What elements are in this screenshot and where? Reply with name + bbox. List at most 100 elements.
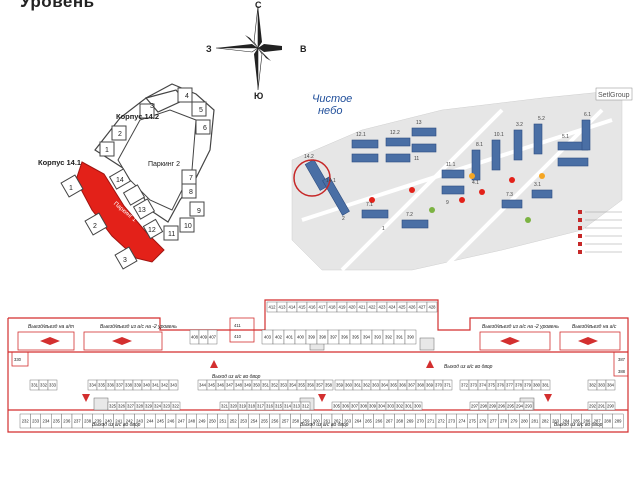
section-12: 12 (148, 227, 156, 234)
parking-space-412: 412 (269, 305, 277, 310)
parking-space-248: 248 (188, 419, 196, 424)
parking-space-236: 236 (63, 419, 71, 424)
parking-space-233: 233 (32, 419, 40, 424)
masterplan-markers (369, 177, 515, 203)
parking-space-327: 327 (127, 404, 135, 409)
parking-space-315: 315 (275, 404, 283, 409)
parking-space-251: 251 (219, 419, 227, 424)
section-2b: 2 (118, 131, 122, 138)
parking-space-336: 336 (107, 383, 115, 388)
parking-space-235: 235 (53, 419, 61, 424)
parking-space-357: 357 (316, 383, 324, 388)
parking-space-375: 375 (488, 383, 496, 388)
parking-space-294: 294 (516, 404, 524, 409)
block-label-7.1: 7.1 (366, 202, 373, 208)
parking-space-296: 296 (498, 404, 506, 409)
parking-space-278: 278 (500, 419, 508, 424)
block-label-11: 11 (414, 156, 419, 162)
parking-space-398: 398 (319, 335, 327, 340)
parking-space-381: 381 (542, 383, 550, 388)
r2-a-space-box (170, 401, 181, 411)
r2-b-space-box (300, 401, 311, 411)
floor-walls (7, 299, 629, 433)
parking-space-254: 254 (251, 419, 259, 424)
parking-space-371: 371 (444, 383, 452, 388)
parking-2-label: Паркинг 2 (148, 161, 180, 168)
block-label-1: 1 (382, 226, 385, 232)
parking-space-259: 259 (303, 419, 311, 424)
parking-space-408: 408 (191, 335, 199, 340)
section-3: 3 (123, 257, 127, 264)
r2-e-space-box (605, 401, 616, 411)
compass-rose-icon (215, 5, 282, 91)
parking-space-237: 237 (74, 419, 82, 424)
parking-space-309: 309 (369, 404, 377, 409)
parking-space-313: 313 (293, 404, 301, 409)
parking-space-303: 303 (387, 404, 395, 409)
parking-space-244: 244 (147, 419, 155, 424)
parking-space-422: 422 (369, 305, 377, 310)
parking-space-321: 321 (221, 404, 229, 409)
compass-north: С (255, 0, 262, 10)
masterplan-legend (578, 210, 582, 254)
block-label-7.2: 7.2 (406, 212, 413, 218)
parking-space-415: 415 (299, 305, 307, 310)
highlight-circle (293, 159, 331, 197)
parking-space-291: 291 (598, 404, 606, 409)
section-9: 9 (197, 208, 201, 215)
exit-right-outer: Выезд/въезд на а/с (572, 324, 617, 330)
section-1: 1 (69, 185, 73, 192)
parking-space-232: 232 (22, 419, 30, 424)
parking-space-273: 273 (448, 419, 456, 424)
parking-space-274: 274 (459, 419, 467, 424)
parking-space-258: 258 (292, 419, 300, 424)
parking-space-425: 425 (399, 305, 407, 310)
parking-space-287: 287 (594, 419, 602, 424)
parking-space-382: 382 (589, 383, 597, 388)
section-13: 13 (138, 207, 146, 214)
parking-space-383: 383 (598, 383, 606, 388)
block-label-14.2: 14.2 (304, 154, 314, 160)
top-a-space-box (207, 329, 218, 345)
parking-space-353: 353 (280, 383, 288, 388)
section-8: 8 (189, 189, 193, 196)
parking-space-380: 380 (533, 383, 541, 388)
parking-space-329: 329 (145, 404, 153, 409)
parking-space-399: 399 (308, 335, 316, 340)
block-label-11.1: 11.1 (446, 162, 456, 168)
parking-space-362: 362 (363, 383, 371, 388)
section-10: 10 (184, 223, 192, 230)
parking-space-333: 333 (49, 383, 57, 388)
parking-space-428: 428 (429, 305, 437, 310)
section-5: 5 (199, 107, 203, 114)
parking-space-269: 269 (407, 419, 415, 424)
parking-space-292: 292 (589, 404, 597, 409)
parking-space-367: 367 (408, 383, 416, 388)
parking-space-282: 282 (542, 419, 550, 424)
parking-space-409: 409 (200, 335, 208, 340)
block-label-12.2: 12.2 (390, 130, 400, 136)
parking-space-397: 397 (330, 335, 338, 340)
parking-space-316: 316 (266, 404, 274, 409)
parking-space-377: 377 (506, 383, 514, 388)
parking-space-355: 355 (298, 383, 306, 388)
block-label-2: 2 (342, 216, 345, 222)
section-numbers: 1 2 3 3 4 5 6 7 8 9 10 11 12 13 14 2 1 (69, 93, 207, 264)
exit-door-1: Выход из а/с во двор (212, 374, 261, 380)
parking-space-400: 400 (297, 335, 305, 340)
parking-space-407: 407 (209, 335, 217, 340)
parking-space-344: 344 (199, 383, 207, 388)
parking-space-285: 285 (573, 419, 581, 424)
parking-space-351: 351 (262, 383, 270, 388)
exit-door-4: Выход из а/с во двор (300, 422, 349, 428)
parking-space-299: 299 (489, 404, 497, 409)
parking-space-249: 249 (199, 419, 207, 424)
parking-space-276: 276 (479, 419, 487, 424)
parking-space-304: 304 (378, 404, 386, 409)
block-label-10.1: 10.1 (494, 132, 504, 138)
exit-door-2: Выход из а/с во двор (444, 364, 493, 370)
parking-space-234: 234 (43, 419, 51, 424)
parking-space-320: 320 (230, 404, 238, 409)
